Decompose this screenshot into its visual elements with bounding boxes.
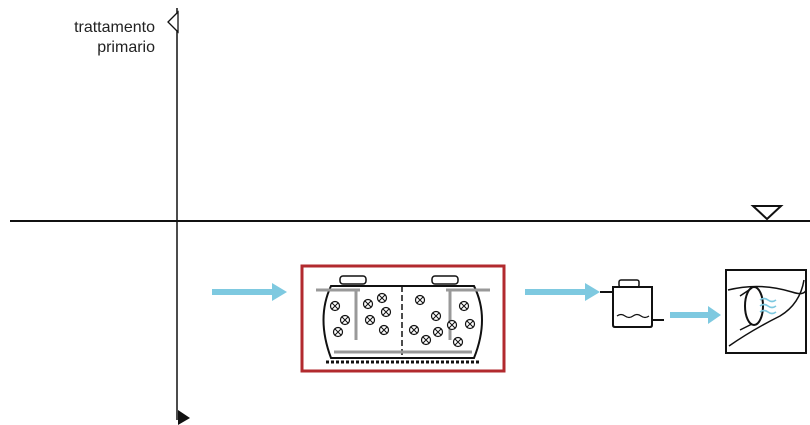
flow-arrow-icon [212, 283, 287, 301]
sampling-well-icon [600, 279, 664, 328]
stage-label-line1: trattamento [74, 19, 155, 36]
flow-arrow-icon [670, 306, 721, 324]
stage-marker-icon [167, 10, 179, 34]
axis-end-arrow-icon [178, 410, 190, 425]
discharge-outlet-icon [725, 269, 807, 354]
flow-arrow-icon [525, 283, 600, 301]
stage-label: trattamento primario [74, 18, 155, 58]
water-level-icon [750, 205, 784, 221]
stage-label-line2: primario [97, 39, 155, 56]
primary-tank-icon [300, 264, 506, 373]
